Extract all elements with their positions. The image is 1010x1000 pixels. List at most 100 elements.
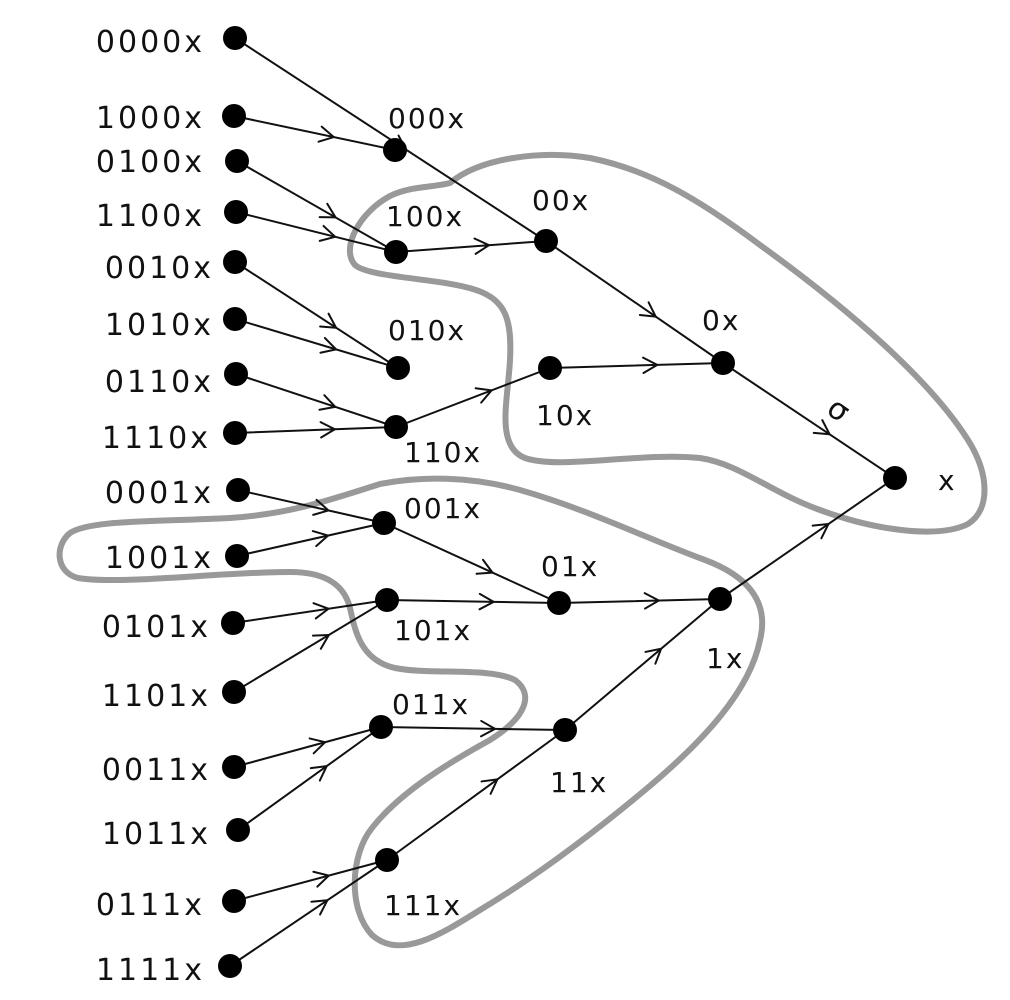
arrowhead (309, 765, 328, 782)
node-11 (553, 718, 577, 742)
node-label-0001: 0001x (105, 476, 214, 511)
node-001 (372, 511, 396, 535)
edge-1110-to-110 (234, 426, 397, 434)
node-label-1010: 1010x (105, 308, 214, 343)
highlight-regions (56, 152, 988, 949)
node-label-101: 101x (394, 614, 472, 647)
node-1100 (224, 200, 248, 224)
edge-0101-to-101 (232, 599, 388, 624)
arrowhead (811, 522, 830, 540)
edge-0011-to-011 (233, 726, 382, 768)
node-label-1111: 1111x (96, 953, 205, 988)
node-label-0000: 0000x (96, 25, 205, 60)
edge-0100-to-100 (236, 160, 397, 253)
node-label-0011: 0011x (102, 753, 211, 788)
arrowhead (474, 387, 493, 404)
node-label-1011: 1011x (102, 817, 211, 852)
node-10 (538, 356, 562, 380)
nodes (218, 26, 907, 978)
node-label-100: 100x (386, 200, 464, 233)
edge-1010-to-010 (234, 318, 399, 369)
edge-1100-to-100 (235, 211, 397, 253)
node-label-0110: 0110x (105, 365, 214, 400)
node-label-111: 111x (384, 889, 462, 922)
arrowhead (312, 498, 330, 516)
arrowhead (812, 419, 831, 436)
node-00 (534, 229, 558, 253)
node-label-0101: 0101x (102, 610, 211, 645)
node-0011 (222, 755, 246, 779)
arrowhead (319, 421, 336, 439)
edge-0001-to-001 (237, 489, 385, 524)
node-label-x: x (938, 464, 957, 497)
edge-1000-to-000 (233, 115, 396, 151)
node-label-1001: 1001x (105, 541, 214, 576)
arrowhead (479, 719, 497, 738)
edge-0110-to-110 (235, 373, 397, 428)
node-label-110: 110x (404, 436, 482, 469)
edge-100-to-00 (395, 240, 547, 253)
node-label-0100: 0100x (96, 145, 205, 180)
edge-101-to-01 (386, 599, 560, 604)
node-100 (384, 240, 408, 264)
arrowhead (644, 647, 663, 665)
edges (229, 37, 896, 967)
node-label-01: 01x (541, 550, 599, 583)
node-label-0: 0x (702, 304, 740, 337)
node-1010 (223, 307, 247, 331)
node-0001 (226, 478, 250, 502)
arrowhead (318, 202, 337, 219)
edge-111-to-11 (386, 729, 566, 861)
node-label-0111: 0111x (96, 888, 205, 923)
highlight-region-upper (347, 152, 988, 535)
arrowhead (318, 394, 337, 411)
node-01 (547, 591, 571, 615)
arrowhead (642, 356, 659, 375)
arrowhead (638, 301, 657, 318)
node-label-010: 010x (388, 314, 466, 347)
edge-11-to-1 (564, 598, 721, 731)
edge-0111-to-111 (233, 859, 388, 902)
edge-001-to-01 (383, 522, 560, 604)
arrowhead (319, 312, 338, 329)
arrowhead (319, 336, 338, 354)
edge-00-to-0 (545, 240, 724, 364)
node-111 (375, 848, 399, 872)
arrowhead (311, 633, 330, 650)
node-000 (383, 138, 407, 162)
arrowhead (317, 125, 335, 143)
node-label-1101: 1101x (102, 679, 211, 714)
edge-011-to-11 (380, 726, 566, 731)
edge-1111-to-111 (229, 859, 388, 967)
arrowhead (312, 602, 330, 620)
node-0010 (223, 250, 247, 274)
node-0100 (225, 149, 249, 173)
node-label-0010: 0010x (105, 251, 214, 286)
edge-1101-to-101 (233, 599, 388, 693)
arrowhead (478, 592, 495, 611)
node-1111 (218, 954, 242, 978)
node-1110 (223, 421, 247, 445)
node-0 (711, 351, 735, 375)
edge-1001-to-001 (236, 522, 385, 557)
node-label-001: 001x (404, 492, 482, 525)
node-labels: 0000x1000x0100x1100x0010x1010x0110x1110x… (96, 25, 957, 988)
node-x (883, 466, 907, 490)
node-0000 (223, 26, 247, 50)
arrowhead (475, 558, 494, 575)
node-011 (369, 715, 393, 739)
node-label-1: 1x (706, 642, 744, 675)
arrowhead (312, 870, 330, 888)
node-110 (384, 415, 408, 439)
edge-1-to-x (719, 477, 896, 600)
edge-1011-to-011 (237, 726, 382, 831)
edge-110-to-10 (395, 367, 551, 428)
arrowhead (308, 737, 327, 755)
node-label-1100: 1100x (96, 199, 205, 234)
arrowhead (311, 530, 330, 548)
edge-10-to-0 (549, 362, 724, 369)
arrowhead (473, 237, 490, 255)
node-label-11: 11x (550, 766, 608, 799)
node-label-000: 000x (388, 102, 466, 135)
